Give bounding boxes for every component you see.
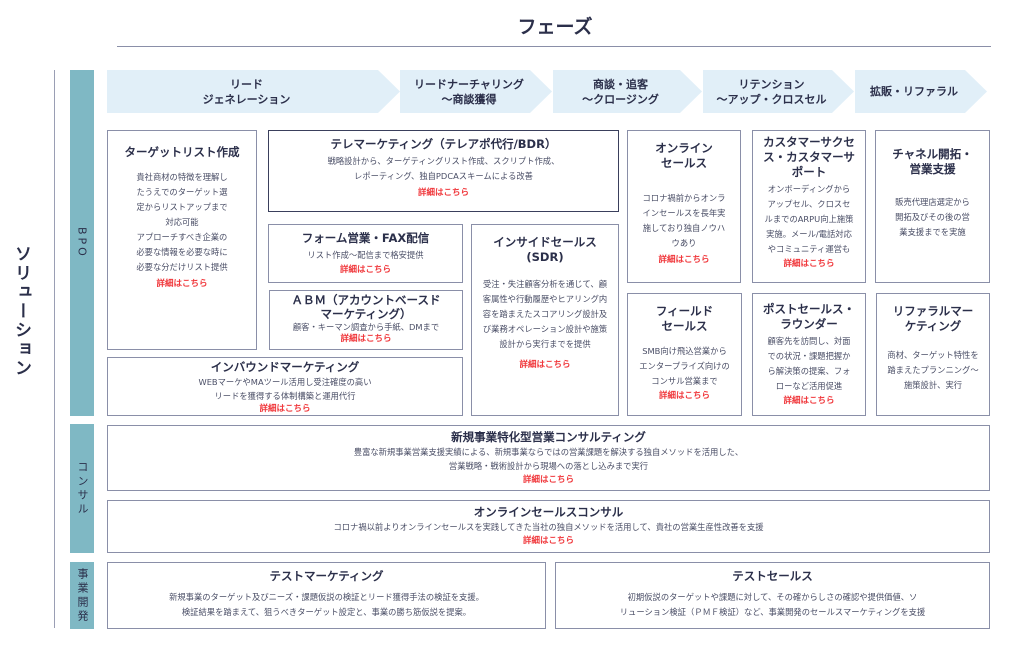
service-desc: SMB向け飛込営業から エンタープライズ向けの コンサル営業まで bbox=[639, 346, 730, 386]
service-title: フィールド セールス bbox=[655, 304, 714, 333]
service-inside-sales: インサイドセールス (SDR) 受注・失注顧客分析を通じて、顧 客属性や行動履歴… bbox=[471, 224, 619, 416]
service-desc: 戦略設計から、ターゲティングリスト作成、スクリプト作成、 レポーティング、独自P… bbox=[327, 156, 560, 181]
service-desc: 初期仮説のターゲットや課題に対して、その確からしさの確認や提供価値、ソ リューシ… bbox=[619, 592, 926, 617]
phase-closing: 商談・追客 〜クロージング bbox=[553, 70, 702, 113]
details-link[interactable]: 詳細はこちら bbox=[519, 360, 571, 370]
service-desc: 顧客・キーマン調査から手紙、DMまで bbox=[292, 322, 440, 332]
service-field-sales: フィールド セールス SMB向け飛込営業から エンタープライズ向けの コンサル営… bbox=[627, 293, 742, 416]
service-title: ＡＢＭ（アカウントベースド マーケティング） bbox=[291, 293, 441, 321]
service-title: オンライン セールス bbox=[655, 141, 713, 170]
solution-label: ソリューション bbox=[11, 245, 31, 378]
service-title: リファラルマー ケティング bbox=[892, 304, 974, 333]
service-desc: オンボーディングから アップセル、クロスセ ルまでのARPU向上施策 実施。メー… bbox=[764, 184, 854, 254]
details-link[interactable]: 詳細はこちら bbox=[156, 279, 208, 289]
service-title: ポストセールス・ ラウンダー bbox=[763, 302, 855, 331]
service-test-marketing: テストマーケティング 新規事業のターゲット及びニーズ・課題仮説の検証とリード獲得… bbox=[107, 562, 546, 629]
service-desc: 豊富な新規事業営業支援実績による、新規事業ならではの営業課題を解決する独自メソッ… bbox=[353, 447, 744, 471]
service-abm: ＡＢＭ（アカウントベースド マーケティング） 顧客・キーマン調査から手紙、DMま… bbox=[269, 290, 463, 350]
service-title: テストマーケティング bbox=[269, 569, 384, 583]
service-customer-success: カスタマーサクセ ス・カスタマーサ ポート オンボーディングから アップセル、ク… bbox=[752, 130, 866, 283]
service-title: オンラインセールスコンサル bbox=[473, 505, 624, 519]
service-desc: コロナ禍前からオンラ インセールスを長年実 施しており独自ノウハ ウあり bbox=[642, 193, 726, 248]
service-referral: リファラルマー ケティング 商材、ターゲット特性を 踏まえたプランニング〜 施策… bbox=[876, 293, 990, 416]
details-link[interactable]: 詳細はこちら bbox=[340, 334, 392, 344]
phase-title: フェーズ bbox=[517, 16, 593, 38]
category-label: コンサル bbox=[76, 460, 89, 517]
service-post-sales: ポストセールス・ ラウンダー 顧客先を訪問し、対面 での状況・課題把握か ら解決… bbox=[752, 293, 866, 416]
service-desc: リスト作成〜配信まで格安提供 bbox=[307, 250, 424, 260]
category-bpo: BPO bbox=[70, 70, 94, 416]
details-link[interactable]: 詳細はこちら bbox=[658, 391, 710, 401]
service-channel: チャネル開拓・ 営業支援 販売代理店選定から 開拓及びその後の営 業支援までを実… bbox=[875, 130, 990, 283]
service-test-sales: テストセールス 初期仮説のターゲットや課題に対して、その確からしさの確認や提供価… bbox=[555, 562, 990, 629]
details-link[interactable]: 詳細はこちら bbox=[783, 259, 835, 269]
category-label: BPO bbox=[75, 227, 89, 259]
service-desc: 商材、ターゲット特性を 踏まえたプランニング〜 施策設計、実行 bbox=[887, 350, 979, 390]
category-consulting: コンサル bbox=[70, 424, 94, 553]
service-desc: コロナ禍以前よりオンラインセールスを実践してきた当社の独自メソッドを活用して、貴… bbox=[333, 522, 764, 532]
service-title: テレマーケティング（テレアポ代行/BDR） bbox=[330, 137, 557, 151]
service-desc: 受注・失注顧客分析を通じて、顧 客属性や行動履歴やヒアリング内 容を踏まえたスコ… bbox=[482, 279, 608, 349]
service-title: インサイドセールス (SDR) bbox=[493, 235, 597, 264]
service-new-business-consulting: 新規事業特化型営業コンサルティング 豊富な新規事業営業支援実績による、新規事業な… bbox=[107, 425, 990, 491]
service-form-fax: フォーム営業・FAX配信 リスト作成〜配信まで格安提供 詳細はこちら bbox=[268, 224, 463, 283]
service-title: 新規事業特化型営業コンサルティング bbox=[451, 430, 646, 444]
service-title: チャネル開拓・ 営業支援 bbox=[892, 147, 973, 176]
category-label: 事業開発 bbox=[76, 567, 89, 624]
service-inbound: インバウンドマーケティング WEBマーケやMAツール活用し受注確度の高い リード… bbox=[107, 357, 463, 416]
category-business-development: 事業開発 bbox=[70, 562, 94, 629]
phase-expansion-referral: 拡販・リファラル bbox=[855, 70, 987, 113]
service-title: テストセールス bbox=[732, 569, 813, 583]
details-link[interactable]: 詳細はこちら bbox=[522, 536, 574, 546]
phase-divider bbox=[117, 46, 991, 47]
service-title: カスタマーサクセ ス・カスタマーサ ポート bbox=[763, 135, 855, 179]
service-desc: 顧客先を訪問し、対面 での状況・課題把握か ら解決策の提案、フォ ローなど活用促… bbox=[767, 336, 851, 391]
solution-divider bbox=[54, 70, 55, 628]
service-desc: WEBマーケやMAツール活用し受注確度の高い リードを獲得する体制構築と運用代行 bbox=[198, 377, 372, 401]
service-online-sales-consulting: オンラインセールスコンサル コロナ禍以前よりオンラインセールスを実践してきた当社… bbox=[107, 500, 990, 553]
phase-retention: リテンション 〜アップ・クロスセル bbox=[703, 70, 854, 113]
service-title: インバウンドマーケティング bbox=[210, 360, 360, 374]
details-link[interactable]: 詳細はこちら bbox=[259, 404, 311, 414]
service-desc: 販売代理店選定から 開拓及びその後の営 業支援までを実施 bbox=[895, 197, 970, 237]
service-target-list: ターゲットリスト作成 貴社商材の特徴を理解し たうえでのターゲット選 定からリス… bbox=[107, 130, 257, 350]
details-link[interactable]: 詳細はこちら bbox=[417, 188, 469, 198]
phase-lead-generation: リード ジェネレーション bbox=[107, 70, 400, 113]
service-desc: 新規事業のターゲット及びニーズ・課題仮説の検証とリード獲得手法の検証を支援。 検… bbox=[169, 592, 484, 617]
details-link[interactable]: 詳細はこちら bbox=[658, 255, 710, 265]
details-link[interactable]: 詳細はこちら bbox=[339, 265, 391, 275]
details-link[interactable]: 詳細はこちら bbox=[783, 396, 835, 406]
service-title: ターゲットリスト作成 bbox=[124, 145, 240, 159]
phase-lead-nurturing: リードナーチャリング 〜商談獲得 bbox=[400, 70, 552, 113]
service-title: フォーム営業・FAX配信 bbox=[301, 231, 430, 245]
service-telemarketing: テレマーケティング（テレアポ代行/BDR） 戦略設計から、ターゲティングリスト作… bbox=[268, 130, 619, 212]
details-link[interactable]: 詳細はこちら bbox=[522, 475, 574, 485]
service-desc: 貴社商材の特徴を理解し たうえでのターゲット選 定からリストアップまで 対応可能… bbox=[136, 172, 228, 272]
service-online-sales: オンライン セールス コロナ禍前からオンラ インセールスを長年実 施しており独自… bbox=[627, 130, 741, 283]
